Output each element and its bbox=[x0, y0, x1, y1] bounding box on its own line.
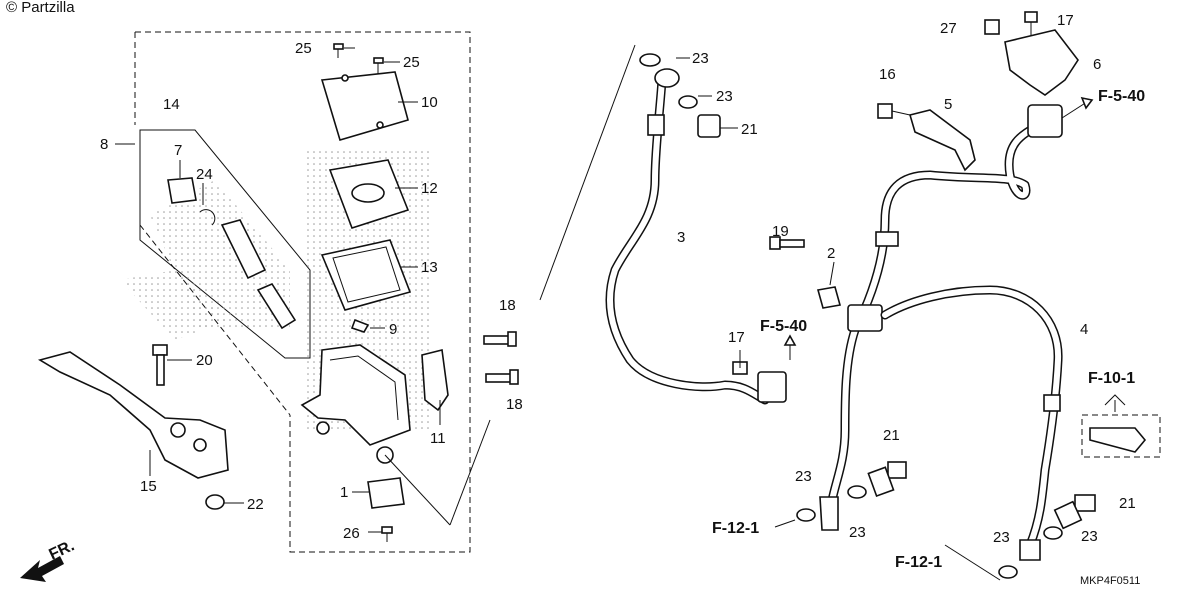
ref-f-5-40-mid[interactable]: F-5-40 bbox=[760, 318, 807, 335]
label-part-2: 2 bbox=[827, 245, 835, 262]
label-part-18-b: 18 bbox=[506, 396, 523, 413]
clamp-5[interactable] bbox=[908, 109, 976, 172]
washer-23-c[interactable] bbox=[998, 565, 1018, 579]
label-part-8: 8 bbox=[100, 136, 108, 153]
label-part-25-b: 25 bbox=[403, 54, 420, 71]
reservoir-cap-10[interactable] bbox=[320, 71, 409, 141]
screw-9[interactable] bbox=[350, 318, 370, 333]
washer-23-d[interactable] bbox=[1043, 526, 1063, 540]
washer-23-a[interactable] bbox=[796, 508, 816, 522]
master-cylinder-group bbox=[37, 31, 519, 553]
diagram-code: MKP4F0511 bbox=[1080, 575, 1140, 587]
label-part-17-b: 17 bbox=[1057, 12, 1074, 29]
ref-f-5-40-top[interactable]: F-5-40 bbox=[1098, 88, 1145, 105]
bolt-18-b[interactable] bbox=[485, 369, 519, 385]
front-direction-arrow: FR. bbox=[20, 537, 77, 582]
label-part-17-a: 17 bbox=[728, 329, 745, 346]
label-part-11: 11 bbox=[430, 430, 446, 447]
holder-11[interactable] bbox=[421, 349, 449, 412]
label-part-21-c: 21 bbox=[1119, 495, 1136, 512]
arrow-f-12-1-left bbox=[774, 519, 796, 528]
master-cylinder-body[interactable] bbox=[300, 344, 411, 446]
bolt-16[interactable] bbox=[877, 103, 911, 119]
label-part-20: 20 bbox=[196, 352, 213, 369]
label-part-23-a: 23 bbox=[692, 50, 709, 67]
screw-25-b[interactable] bbox=[373, 57, 384, 74]
inset-f-10-1 bbox=[1081, 394, 1161, 458]
label-part-21-a: 21 bbox=[741, 121, 758, 138]
label-part-19: 19 bbox=[772, 223, 789, 240]
bolt-21-right[interactable] bbox=[1053, 494, 1096, 530]
label-part-14: 14 bbox=[163, 96, 180, 113]
ref-f-12-1-left[interactable]: F-12-1 bbox=[712, 520, 759, 537]
bracket-6[interactable] bbox=[1004, 29, 1079, 96]
copyright-text: © Partzilla bbox=[6, 0, 75, 16]
label-part-15: 15 bbox=[140, 478, 157, 495]
nut-22[interactable] bbox=[205, 494, 225, 510]
label-part-4: 4 bbox=[1080, 321, 1088, 338]
label-part-12: 12 bbox=[421, 180, 438, 197]
label-part-22: 22 bbox=[247, 496, 264, 513]
screw-25-a[interactable] bbox=[333, 43, 344, 58]
label-part-1: 1 bbox=[340, 484, 348, 501]
ref-f-12-1-right[interactable]: F-12-1 bbox=[895, 554, 942, 571]
label-part-23-e: 23 bbox=[993, 529, 1010, 546]
arrow-f-12-1-right bbox=[944, 544, 1001, 581]
piston-b[interactable] bbox=[256, 282, 297, 330]
label-part-23-c: 23 bbox=[795, 468, 812, 485]
label-part-23-b: 23 bbox=[716, 88, 733, 105]
piston-a[interactable] bbox=[220, 219, 267, 280]
label-part-27: 27 bbox=[940, 20, 957, 37]
boot-7[interactable] bbox=[167, 177, 197, 204]
brake-hose-4[interactable] bbox=[880, 285, 1063, 561]
bolt-27[interactable] bbox=[984, 19, 1000, 35]
arrow-f-5-40-top bbox=[1061, 96, 1094, 119]
label-part-13: 13 bbox=[421, 259, 438, 276]
bolt-19[interactable] bbox=[769, 236, 805, 250]
clip-2[interactable] bbox=[816, 286, 842, 309]
bolt-20[interactable] bbox=[152, 344, 168, 386]
washer-23-b[interactable] bbox=[847, 485, 867, 499]
svg-text:FR.: FR. bbox=[47, 537, 78, 563]
bolt-17-top[interactable] bbox=[1024, 11, 1038, 35]
label-part-21-b: 21 bbox=[883, 427, 900, 444]
label-part-25-a: 25 bbox=[295, 40, 312, 57]
label-part-26: 26 bbox=[343, 525, 360, 542]
arrow-f-5-40-mid bbox=[783, 334, 797, 360]
label-part-23-d: 23 bbox=[849, 524, 866, 541]
label-part-3: 3 bbox=[677, 229, 685, 246]
label-part-24: 24 bbox=[196, 166, 213, 183]
bolt-18-a[interactable] bbox=[483, 331, 517, 347]
ref-f-10-1[interactable]: F-10-1 bbox=[1088, 370, 1135, 387]
circlip-24[interactable] bbox=[199, 209, 216, 226]
label-part-7: 7 bbox=[174, 142, 182, 159]
label-part-18-a: 18 bbox=[499, 297, 516, 314]
label-part-6: 6 bbox=[1093, 56, 1101, 73]
brake-hose-upper[interactable] bbox=[819, 104, 1063, 531]
label-part-16: 16 bbox=[879, 66, 896, 83]
label-part-10: 10 bbox=[421, 94, 438, 111]
bolt-21-center[interactable] bbox=[867, 461, 907, 498]
screw-26[interactable] bbox=[381, 526, 393, 542]
label-part-5: 5 bbox=[944, 96, 952, 113]
label-part-9: 9 bbox=[389, 321, 397, 338]
switch-1[interactable] bbox=[367, 477, 405, 509]
brake-hose-3[interactable] bbox=[539, 44, 787, 405]
label-part-23-f: 23 bbox=[1081, 528, 1098, 545]
brake-lever-15[interactable] bbox=[37, 351, 229, 479]
